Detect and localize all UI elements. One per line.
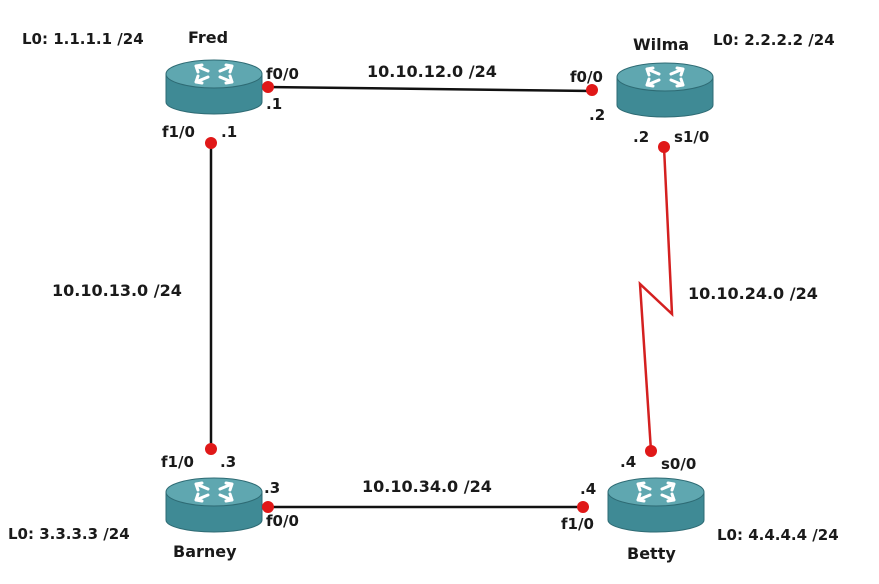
interface-label-wilma-s1-0: s1/0 — [674, 128, 709, 146]
interface-dot-barney-f0-0[interactable] — [262, 501, 274, 513]
router-fred[interactable] — [164, 58, 264, 116]
network-label-wilma-betty: 10.10.24.0 /24 — [688, 284, 818, 303]
router-icon — [164, 476, 264, 534]
interface-label-barney-f0-0: f0/0 — [266, 512, 299, 530]
router-icon — [164, 58, 264, 116]
loopback-wilma: L0: 2.2.2.2 /24 — [713, 31, 835, 49]
loopback-fred: L0: 1.1.1.1 /24 — [22, 30, 144, 48]
host-label-barney-f1-0: .3 — [220, 453, 236, 471]
network-label-fred-barney: 10.10.13.0 /24 — [52, 281, 182, 300]
loopback-barney: L0: 3.3.3.3 /24 — [8, 525, 130, 543]
interface-label-fred-f0-0: f0/0 — [266, 65, 299, 83]
interface-dot-barney-f1-0[interactable] — [205, 443, 217, 455]
router-name-barney: Barney — [173, 542, 237, 561]
router-barney[interactable] — [164, 476, 264, 534]
host-label-barney-f0-0: .3 — [264, 479, 280, 497]
network-label-barney-betty: 10.10.34.0 /24 — [362, 477, 492, 496]
interface-dot-wilma-s1-0[interactable] — [658, 141, 670, 153]
host-label-betty-s0-0: .4 — [620, 453, 636, 471]
router-icon — [606, 476, 706, 534]
host-label-fred-f1-0: .1 — [221, 123, 237, 141]
link-fred-wilma — [265, 85, 594, 93]
link-wilma-betty-serial — [638, 146, 674, 452]
host-label-wilma-f0-0: .2 — [589, 106, 605, 124]
interface-label-betty-f1-0: f1/0 — [561, 515, 594, 533]
interface-label-fred-f1-0: f1/0 — [162, 123, 195, 141]
interface-dot-wilma-f0-0[interactable] — [586, 84, 598, 96]
interface-dot-betty-s0-0[interactable] — [645, 445, 657, 457]
interface-dot-fred-f0-0[interactable] — [262, 81, 274, 93]
loopback-betty: L0: 4.4.4.4 /24 — [717, 526, 839, 544]
network-label-fred-wilma: 10.10.12.0 /24 — [367, 62, 497, 81]
host-label-wilma-s1-0: .2 — [633, 128, 649, 146]
interface-label-barney-f1-0: f1/0 — [161, 453, 194, 471]
router-name-betty: Betty — [627, 544, 676, 563]
interface-dot-betty-f1-0[interactable] — [577, 501, 589, 513]
interface-label-wilma-f0-0: f0/0 — [570, 68, 603, 86]
router-icon — [615, 61, 715, 119]
interface-label-betty-s0-0: s0/0 — [661, 455, 696, 473]
router-name-wilma: Wilma — [633, 35, 689, 54]
router-betty[interactable] — [606, 476, 706, 534]
router-wilma[interactable] — [615, 61, 715, 119]
interface-dot-fred-f1-0[interactable] — [205, 137, 217, 149]
host-label-fred-f0-0: .1 — [266, 95, 282, 113]
router-name-fred: Fred — [188, 28, 228, 47]
host-label-betty-f1-0: .4 — [580, 480, 596, 498]
